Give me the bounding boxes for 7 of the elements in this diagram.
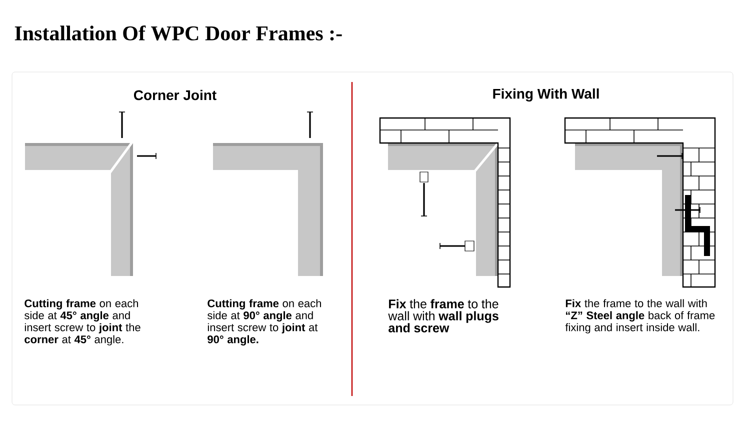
title: Installation Of WPC Door Frames :- xyxy=(14,25,342,41)
section-heading: Fixing With Wall xyxy=(493,88,599,102)
caption-text: Fix the frame to the wall with “Z” Steel angle back of frame fixing and insert inside wall. xyxy=(565,299,715,334)
caption-text: Fix the frame to the wall with wall plugs and screw xyxy=(388,299,498,332)
section-heading: Corner Joint xyxy=(134,90,216,100)
caption-text: Cutting frame on each side at 45° angle and insert screw to joint the corner at 45° angle. xyxy=(24,299,140,346)
caption-text: Cutting frame on each side at 90° angle and insert screw to joint at 90° angle. xyxy=(208,299,321,346)
